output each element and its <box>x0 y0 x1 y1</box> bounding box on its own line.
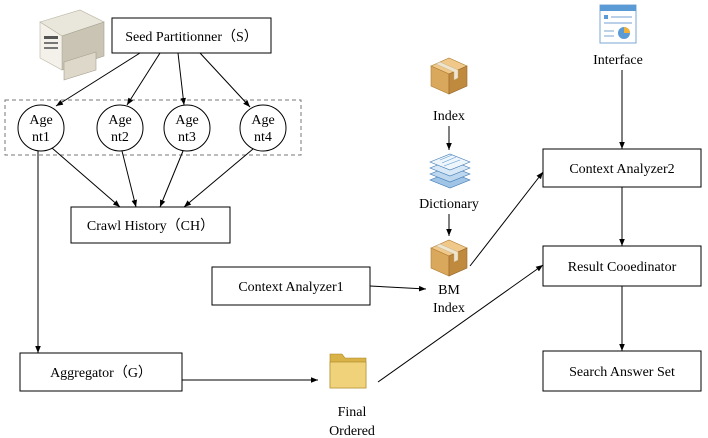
agent-4-line1: Age <box>251 113 274 128</box>
aggregator-node: Aggregator（G） <box>19 352 183 392</box>
documents-icon <box>429 153 471 189</box>
agent-2-line2: nt2 <box>111 130 129 145</box>
edge-agent2-to-ch <box>121 150 138 208</box>
folder-icon <box>329 353 367 389</box>
context-analyzer1-node: Context Analyzer1 <box>211 266 371 306</box>
server-icon <box>39 9 105 81</box>
aggregator-label: Aggregator（G） <box>50 365 152 381</box>
edge-bm-to-ca2 <box>469 171 544 267</box>
agent-3-line1: Age <box>175 113 198 128</box>
bm-package-icon <box>430 239 468 277</box>
edge-ca1-to-bm <box>369 285 427 292</box>
agent-2-line1: Age <box>108 113 131 128</box>
edge-agent4-to-ch <box>183 148 254 208</box>
bm-index-line1: BM <box>438 283 460 298</box>
interface-document-icon <box>599 4 637 44</box>
agent-1-line1: Age <box>29 113 52 128</box>
context-analyzer2-node: Context Analyzer2 <box>542 148 702 188</box>
index-label: Index <box>433 109 465 124</box>
edge-seed-to-agent1 <box>55 52 141 107</box>
agent-4-line2: nt4 <box>254 130 272 145</box>
edge-agent1-to-ch <box>51 147 121 208</box>
crawl-history-node: Crawl History（CH） <box>70 206 231 244</box>
final-ordered-line2: Ordered <box>329 424 375 438</box>
edges <box>35 52 625 383</box>
crawl-history-label: Crawl History（CH） <box>87 218 214 234</box>
edge-seed-to-agent4 <box>199 52 251 108</box>
result-coordinator-label: Result Cooedinator <box>568 260 677 275</box>
context-analyzer2-label: Context Analyzer2 <box>569 162 674 177</box>
search-answer-set-label: Search Answer Set <box>569 365 675 380</box>
search-answer-set-node: Search Answer Set <box>542 350 702 392</box>
seed-partitioner-label: Seed Partitionner（S） <box>125 29 258 45</box>
edge-final-to-result <box>377 264 544 383</box>
context-analyzer1-label: Context Analyzer1 <box>238 280 343 295</box>
seed-partitioner-node: Seed Partitionner（S） <box>111 17 272 54</box>
bm-index-line2: Index <box>433 301 465 316</box>
agent-2-node: Age nt2 <box>96 104 144 152</box>
edge-seed-to-agent3 <box>177 52 186 106</box>
edge-agent3-to-ch <box>159 150 184 208</box>
final-ordered-line1: Final <box>338 405 367 420</box>
dictionary-label: Dictionary <box>419 197 479 212</box>
edge-seed-to-agent2 <box>126 52 161 106</box>
result-coordinator-node: Result Cooedinator <box>542 245 702 287</box>
agent-3-node: Age nt3 <box>163 104 211 152</box>
agent-4-node: Age nt4 <box>239 104 287 152</box>
agent-1-line2: nt1 <box>32 130 50 145</box>
agent-3-line2: nt3 <box>178 130 196 145</box>
agent-group-border <box>4 99 302 156</box>
package-icon <box>430 57 468 95</box>
agent-1-node: Age nt1 <box>17 104 65 152</box>
interface-label: Interface <box>593 53 643 68</box>
